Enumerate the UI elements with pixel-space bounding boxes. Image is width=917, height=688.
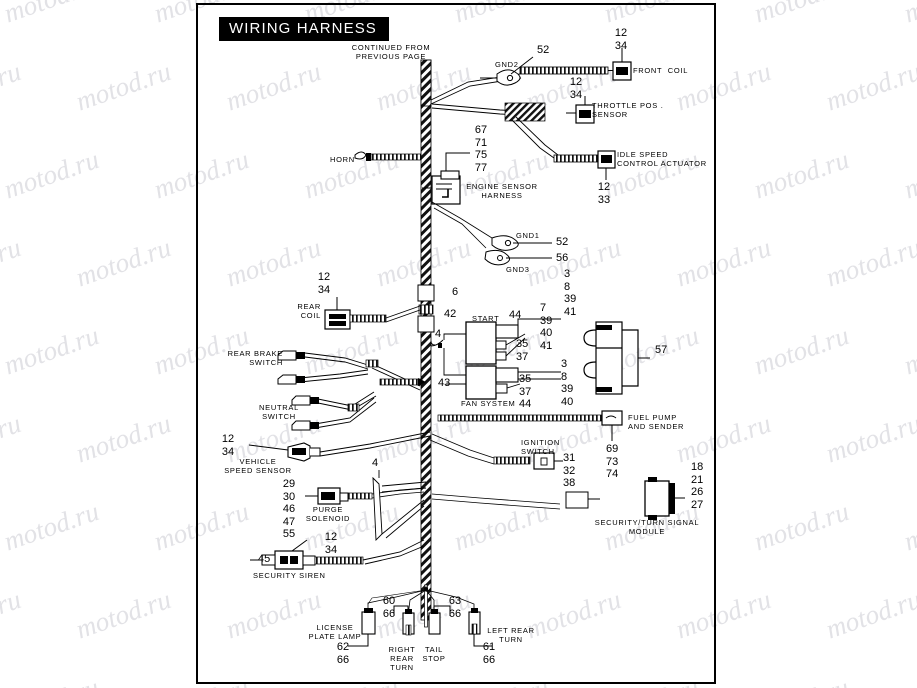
neutral-switch-terminal-upper	[291, 395, 360, 412]
relay-junction-marker	[430, 340, 442, 348]
right-rear-turn-bulb	[393, 605, 415, 636]
label-idle-speed-control-actuator: IDLE SPEED CONTROL ACTUATOR	[617, 150, 707, 168]
diagram-border	[196, 3, 716, 684]
label-fuel-pump-and-sender: FUEL PUMP AND SENDER	[628, 413, 685, 431]
label-ignition-switch: IGNITION SWITCH	[521, 438, 560, 456]
callout-start-right: 7 39 40 41	[540, 302, 553, 352]
callout-42: 42	[444, 308, 457, 320]
label-purge-solenoid: PURGE SOLENOID	[305, 505, 351, 523]
callout-gnd3: 56	[556, 252, 569, 264]
horn-wire	[354, 151, 422, 161]
callout-44: 44	[509, 309, 522, 321]
callout-purge-solenoid: 29 30 46 47 55	[282, 478, 296, 540]
idle-speed-actuator-wire	[511, 116, 616, 180]
callout-start-upper: 3 8 39 41	[564, 268, 577, 318]
callout-35-37-upper: 35 37	[516, 338, 529, 363]
rear-coil-connector	[324, 297, 421, 330]
neutral-switch-wires	[314, 391, 377, 429]
callout-35-37-44-lower: 35 37 44	[519, 373, 532, 410]
gnd1-gnd3-branch	[431, 201, 493, 249]
label-start-relay: START	[472, 314, 500, 323]
label-horn: HORN	[330, 155, 355, 164]
callout-throttle-pos-sensor: 12 34	[569, 76, 583, 101]
gnd1-terminal	[491, 235, 552, 251]
license-plate-lamp-bulb	[348, 608, 376, 647]
callout-idle-speed-control-actuator: 12 33	[597, 181, 611, 206]
lower-harness-tie-4	[372, 470, 427, 542]
callout-43: 43	[438, 377, 451, 389]
callout-45: 45	[258, 553, 271, 565]
vehicle-speed-sensor-connector	[248, 431, 431, 462]
label-left-rear-turn: LEFT REAR TURN	[487, 626, 535, 644]
neutral-switch-terminal-lower	[291, 420, 319, 431]
tail-stop-bulb	[428, 605, 451, 635]
gnd2-terminal	[480, 56, 534, 86]
rear-brake-switch-terminal-lower	[277, 374, 305, 385]
label-front-coil: FRONT COIL	[633, 66, 689, 75]
page-title: WIRING HARNESS	[219, 17, 389, 41]
throttle-pos-sensor-wire	[431, 102, 546, 122]
callout-fan-lower: 3 8 39 40	[561, 358, 574, 408]
branch-to-trunk-43	[379, 378, 426, 386]
ignition-switch-wire	[429, 433, 563, 470]
callout-4-upper: 4	[435, 328, 442, 340]
callout-engine-sensor-harness: 67 71 75 77	[474, 124, 488, 174]
label-neutral-switch: NEUTRAL SWITCH	[259, 403, 299, 421]
callout-60-66: 60 66	[382, 595, 396, 620]
label-engine-sensor-harness: ENGINE SENSOR HARNESS	[466, 182, 538, 200]
callout-4-lower: 4	[372, 457, 379, 469]
callout-front-coil: 12 34	[614, 27, 628, 52]
left-rear-turn-bulb	[468, 608, 492, 647]
callout-57: 57	[655, 344, 668, 356]
label-gnd2: GND2	[495, 60, 519, 69]
label-fan-system-relay: FAN SYSTEM	[461, 399, 516, 408]
label-throttle-pos-sensor: THROTTLE POS . SENSOR	[592, 101, 664, 119]
callout-ignition-switch: 31 32 38	[563, 452, 576, 489]
label-continued-from-previous-page: CONTINUED FROM PREVIOUS PAGE	[351, 43, 431, 61]
callout-security-module: 18 21 26 27	[691, 461, 704, 511]
label-security-turn-signal-module: SECURITY/TURN SIGNAL MODULE	[594, 518, 700, 536]
start-relay-block	[430, 318, 561, 365]
fuse-block-57	[583, 321, 650, 395]
callout-62-66: 62 66	[336, 641, 350, 666]
rear-brake-switch-terminal-upper	[277, 350, 379, 368]
callout-6: 6	[452, 286, 459, 298]
purge-solenoid-connector	[305, 487, 425, 505]
label-security-siren: SECURITY SIREN	[253, 571, 326, 580]
callout-rear-coil: 12 34	[317, 271, 331, 296]
engine-sensor-harness-connector	[422, 152, 470, 205]
callout-61-66: 61 66	[482, 641, 496, 666]
callout-security-siren-1234: 12 34	[324, 531, 338, 556]
callout-63-66: 63 66	[448, 595, 462, 620]
fuel-pump-wire	[437, 410, 623, 441]
label-tail-stop: TAIL STOP	[422, 645, 446, 663]
security-siren-connector	[250, 539, 425, 570]
label-gnd3: GND3	[506, 265, 530, 274]
label-license-plate-lamp: LICENSE PLATE LAMP	[308, 623, 362, 641]
callout-gnd2: 52	[537, 44, 550, 56]
label-gnd1: GND1	[516, 231, 540, 240]
label-rear-coil: REAR COIL	[297, 302, 321, 320]
label-right-rear-turn: RIGHT REAR TURN	[388, 645, 416, 672]
callout-vehicle-speed-sensor: 12 34	[221, 433, 235, 458]
label-rear-brake-switch: REAR BRAKE SWITCH	[227, 349, 283, 367]
label-vehicle-speed-sensor: VEHICLE SPEED SENSOR	[224, 457, 292, 475]
rear-brake-switch-wires	[299, 352, 421, 391]
gnd3-terminal	[484, 249, 552, 266]
front-coil-wire	[519, 48, 632, 81]
fan-system-relay-block	[443, 348, 561, 400]
security-turn-signal-module-body	[644, 477, 685, 520]
callout-fuel-pump: 69 73 74	[606, 443, 619, 480]
callout-gnd1: 52	[556, 236, 569, 248]
security-turn-signal-module-wire	[431, 491, 600, 510]
throttle-pos-sensor-connector	[566, 96, 595, 124]
